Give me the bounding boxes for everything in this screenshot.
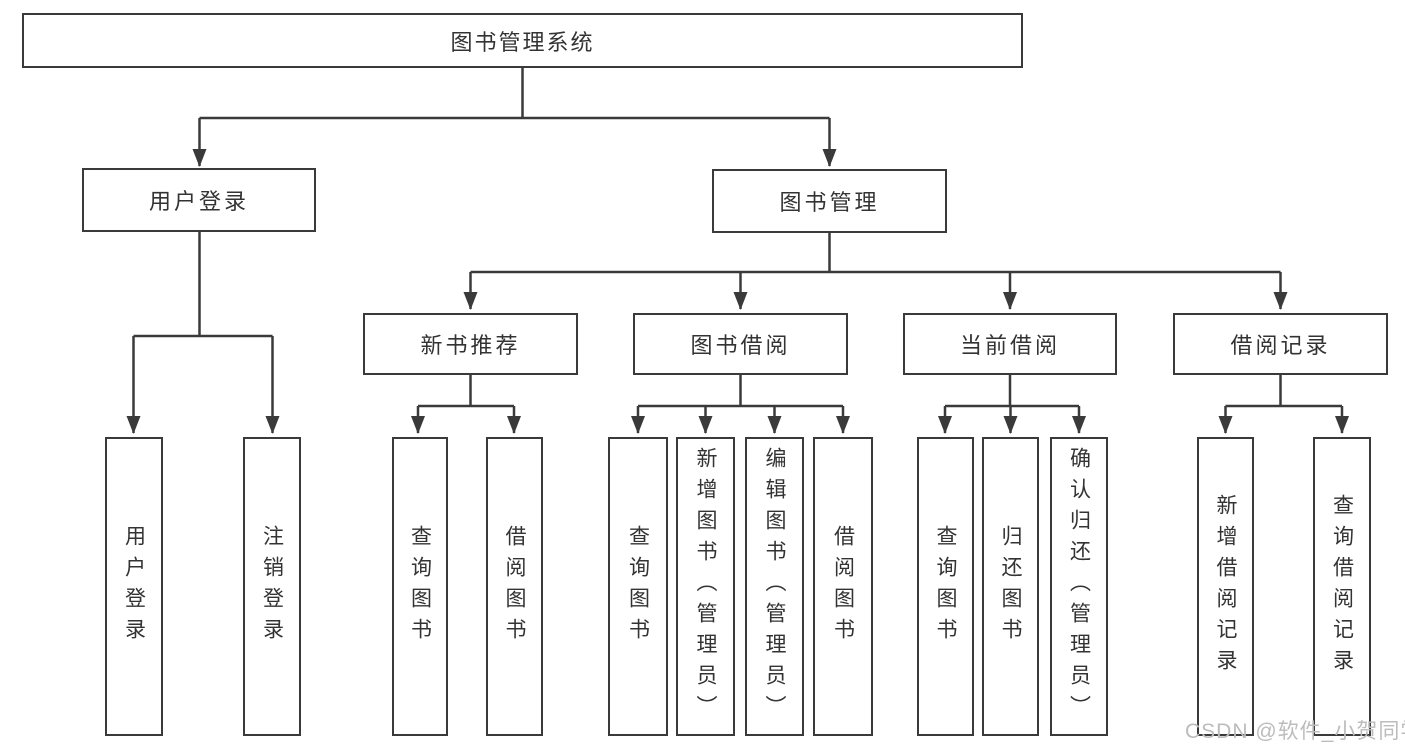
node-label: 借阅记录 <box>1230 333 1331 358</box>
leaf-label: 用户登录 <box>122 524 146 649</box>
leaf-label: 查询图书 <box>626 524 650 649</box>
leaf-label: 归还图书 <box>999 524 1022 649</box>
leaf-add-book-admin: 新增图书（管理员） <box>676 437 735 736</box>
node-label: 用户登录 <box>148 189 249 214</box>
leaf-label: 查询图书 <box>408 524 432 649</box>
leaf-add-borrow-record: 新增借阅记录 <box>1197 437 1254 736</box>
leaf-query-books-2: 查询图书 <box>608 437 668 736</box>
leaf-label: 确认归还（管理员） <box>1067 447 1091 726</box>
leaf-user-login: 用户登录 <box>105 437 163 736</box>
node-label: 新书推荐 <box>420 333 521 358</box>
leaf-borrow-books-2: 借阅图书 <box>813 437 873 736</box>
leaf-confirm-return-admin: 确认归还（管理员） <box>1050 437 1108 736</box>
leaf-label: 借阅图书 <box>831 524 855 649</box>
leaf-label: 查询借阅记录 <box>1330 493 1354 680</box>
leaf-query-books-1: 查询图书 <box>392 437 448 736</box>
leaf-label: 注销登录 <box>260 524 284 649</box>
node-current-borrowing: 当前借阅 <box>903 313 1117 375</box>
leaf-label: 新增借阅记录 <box>1214 493 1237 680</box>
node-new-book-recommendation: 新书推荐 <box>363 313 578 375</box>
leaf-query-books-3: 查询图书 <box>917 437 974 736</box>
leaf-label: 借阅图书 <box>503 524 526 649</box>
leaf-label: 新增图书（管理员） <box>694 447 717 726</box>
leaf-logout: 注销登录 <box>243 437 301 736</box>
node-user-login: 用户登录 <box>82 168 316 232</box>
leaf-borrow-books-1: 借阅图书 <box>486 437 543 736</box>
leaf-label: 查询图书 <box>934 524 957 649</box>
node-label: 图书借阅 <box>690 333 791 358</box>
node-label: 图书管理系统 <box>450 29 595 55</box>
csdn-watermark: CSDN @软件_小贺同学 <box>1185 720 1405 743</box>
node-book-management: 图书管理 <box>712 169 947 233</box>
leaf-query-borrow-record: 查询借阅记录 <box>1313 437 1371 736</box>
node-label: 图书管理 <box>779 190 880 215</box>
node-label: 当前借阅 <box>959 333 1060 358</box>
node-book-borrowing: 图书借阅 <box>633 313 848 375</box>
leaf-edit-book-admin: 编辑图书（管理员） <box>745 437 804 736</box>
node-library-management-system: 图书管理系统 <box>22 13 1023 68</box>
leaf-return-books: 归还图书 <box>982 437 1039 736</box>
leaf-label: 编辑图书（管理员） <box>763 447 786 726</box>
node-borrowing-records: 借阅记录 <box>1173 313 1388 375</box>
